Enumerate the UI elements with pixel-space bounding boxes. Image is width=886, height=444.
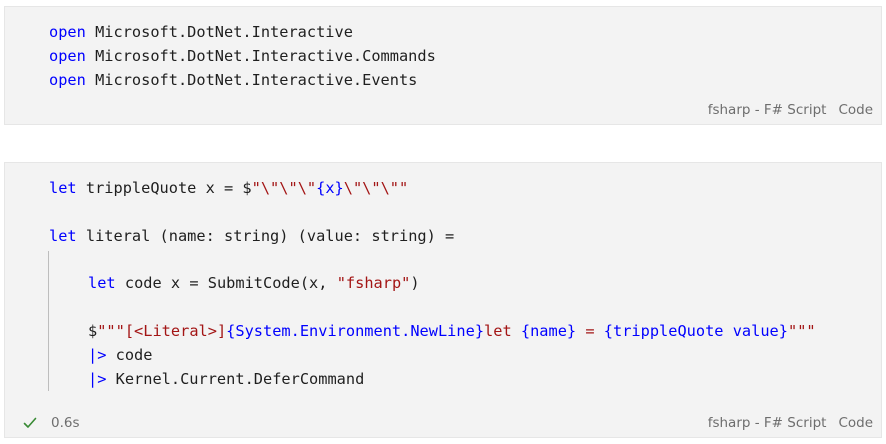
code-line: let literal (name: string) (value: strin… [49, 225, 454, 247]
string-literal: = [576, 322, 604, 340]
code-text: code x = SubmitCode(x, [124, 274, 337, 292]
string-literal: let [484, 322, 521, 340]
cell-footer: fsharp - F# Script Code [708, 414, 873, 432]
code-line: $"""[<Literal>]{System.Environment.NewLi… [88, 320, 816, 342]
code-line: |> code [88, 344, 152, 366]
code-text: $ [88, 322, 98, 340]
code-editor-1[interactable]: open Microsoft.DotNet.Interactive open M… [49, 7, 436, 97]
code-text: ) [410, 274, 420, 292]
execution-status: 0.6s [23, 414, 80, 432]
keyword: open [49, 71, 86, 89]
keyword: let [49, 179, 77, 197]
cell-kind-label[interactable]: Code [838, 415, 873, 431]
cell-footer: fsharp - F# Script Code [708, 101, 873, 119]
string-literal: """[<Literal>] [97, 322, 227, 340]
keyword: open [49, 23, 86, 41]
code-line: let code x = SubmitCode(x, "fsharp") [88, 272, 420, 294]
code-line: open Microsoft.DotNet.Interactive.Comman… [49, 45, 436, 67]
string-literal: """ [787, 322, 816, 340]
code-line: open Microsoft.DotNet.Interactive [49, 21, 353, 43]
string-literal: "\"\"\" [251, 179, 317, 197]
namespace: Microsoft.DotNet.Interactive.Commands [95, 47, 436, 65]
language-picker[interactable]: fsharp - F# Script [707, 415, 827, 431]
code-cell-2[interactable]: let trippleQuote x = $"\"\"\"{x}\"\"\"" … [4, 162, 882, 438]
string-literal: \"\"\"" [343, 179, 409, 197]
code-text: trippleQuote x = $ [85, 179, 252, 197]
cell-kind-label[interactable]: Code [838, 102, 873, 118]
interpolation: {name} [520, 322, 577, 340]
indent-guide [48, 251, 49, 391]
interpolation: {System.Environment.NewLine} [226, 322, 485, 340]
code-text: code [106, 346, 153, 364]
interpolation: {trippleQuote value} [603, 322, 788, 340]
interpolation: {x} [316, 179, 344, 197]
keyword: let [49, 227, 77, 245]
keyword: let [88, 274, 116, 292]
code-cell-1[interactable]: open Microsoft.DotNet.Interactive open M… [4, 6, 882, 125]
language-picker[interactable]: fsharp - F# Script [707, 102, 827, 118]
code-line: open Microsoft.DotNet.Interactive.Events [49, 69, 417, 91]
code-line: |> Kernel.Current.DeferCommand [88, 368, 364, 390]
code-editor-2[interactable]: let trippleQuote x = $"\"\"\"{x}\"\"\"" … [49, 163, 816, 397]
check-icon [23, 416, 37, 430]
namespace: Microsoft.DotNet.Interactive.Events [95, 71, 418, 89]
namespace: Microsoft.DotNet.Interactive [95, 23, 353, 41]
code-text: Kernel.Current.DeferCommand [106, 370, 365, 388]
execution-time: 0.6s [51, 415, 80, 431]
code-line: let trippleQuote x = $"\"\"\"{x}\"\"\"" [49, 177, 408, 199]
pipe-operator: |> [88, 370, 107, 388]
code-text: literal (name: string) (value: string) = [85, 227, 455, 245]
keyword: open [49, 47, 86, 65]
pipe-operator: |> [88, 346, 107, 364]
string-literal: "fsharp" [336, 274, 411, 292]
